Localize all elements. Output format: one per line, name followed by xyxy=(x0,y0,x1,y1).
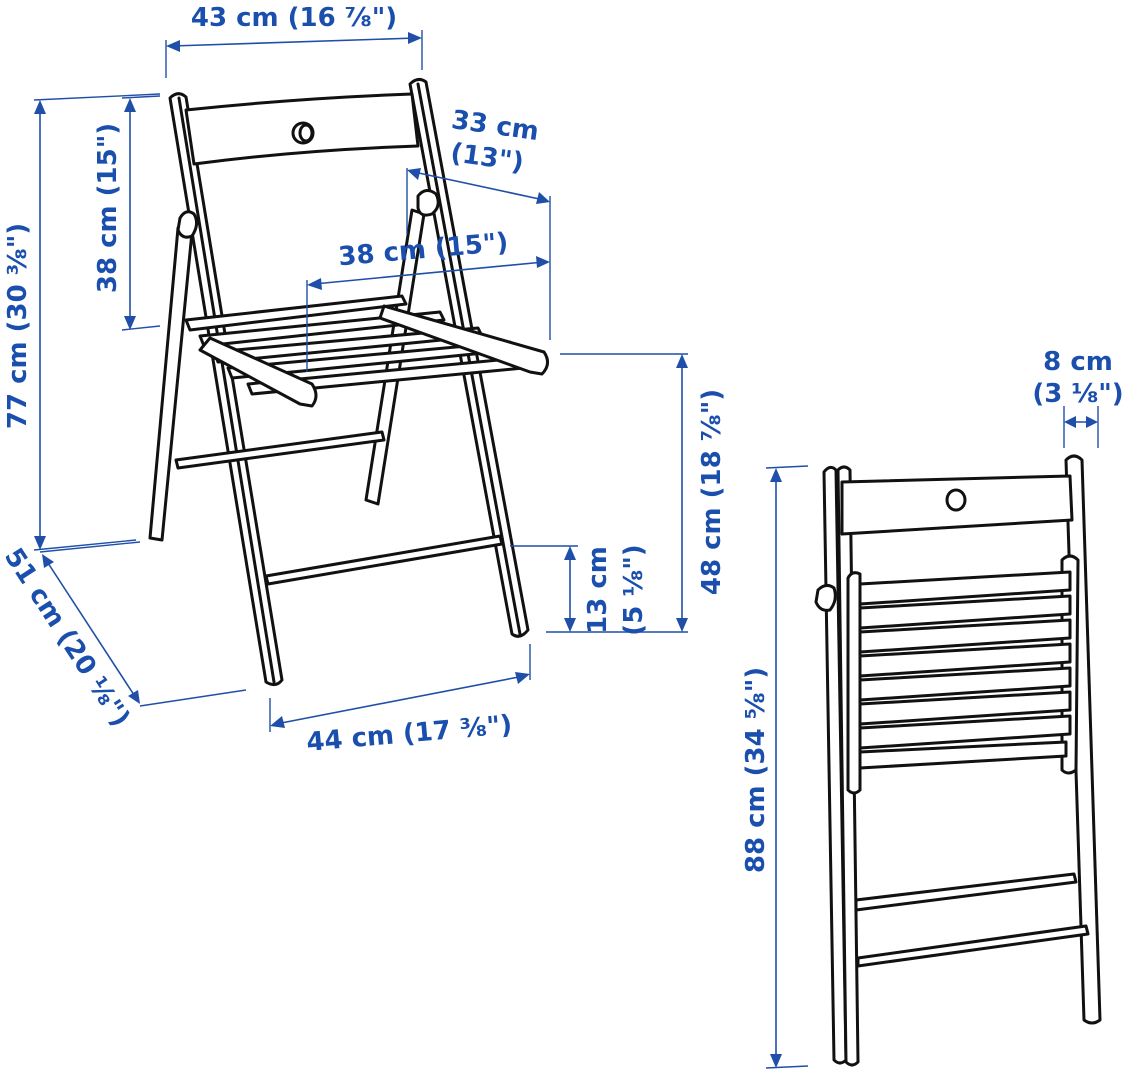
upper-stretcher xyxy=(174,430,386,470)
overall-depth-label: 51 cm (20 ⅛") xyxy=(0,543,135,732)
left-hinge xyxy=(176,210,199,239)
dimension-lines xyxy=(33,30,1099,1069)
seat-height-label: 48 cm (18 ⅞") xyxy=(697,389,727,595)
backrest-height-label: 38 cm (15") xyxy=(93,123,123,293)
folded-height-label: 88 cm (34 ⅝") xyxy=(741,667,771,873)
open-chair-illustration xyxy=(148,77,549,687)
overall-width-label: 43 cm (16 ⅞") xyxy=(191,3,397,33)
seat xyxy=(184,294,549,408)
overall-height-label: 77 cm (30 ⅜") xyxy=(3,223,33,429)
folded-depth-in-label: (3 ⅛") xyxy=(1032,379,1123,409)
folded-lower-stretcher xyxy=(856,924,1090,968)
folded-depth-cm-label: 8 cm xyxy=(1043,347,1113,377)
seat-width-label: 38 cm (15") xyxy=(337,228,509,273)
seat-side-rail xyxy=(378,304,549,376)
seat-depth-in-label: (13") xyxy=(449,138,526,178)
right-hinge xyxy=(416,189,440,217)
lower-stretcher xyxy=(264,534,504,586)
folded-backrest xyxy=(840,474,1074,536)
stretcher-height-cm-label: 13 cm xyxy=(583,546,613,634)
stretcher-height-in-label: (5 ⅛") xyxy=(619,544,649,635)
leg-width-label: 44 cm (17 ⅜") xyxy=(305,710,513,758)
folded-hinge xyxy=(814,583,837,612)
folded-chair-illustration xyxy=(814,454,1102,1067)
folded-upper-stretcher xyxy=(854,872,1078,912)
folded-backrest-hole xyxy=(945,488,967,512)
folded-seat-slats xyxy=(858,570,1072,770)
folded-seat-left-rail xyxy=(846,571,862,795)
seat-front-rail xyxy=(198,336,318,408)
left-front-leg xyxy=(148,226,194,542)
